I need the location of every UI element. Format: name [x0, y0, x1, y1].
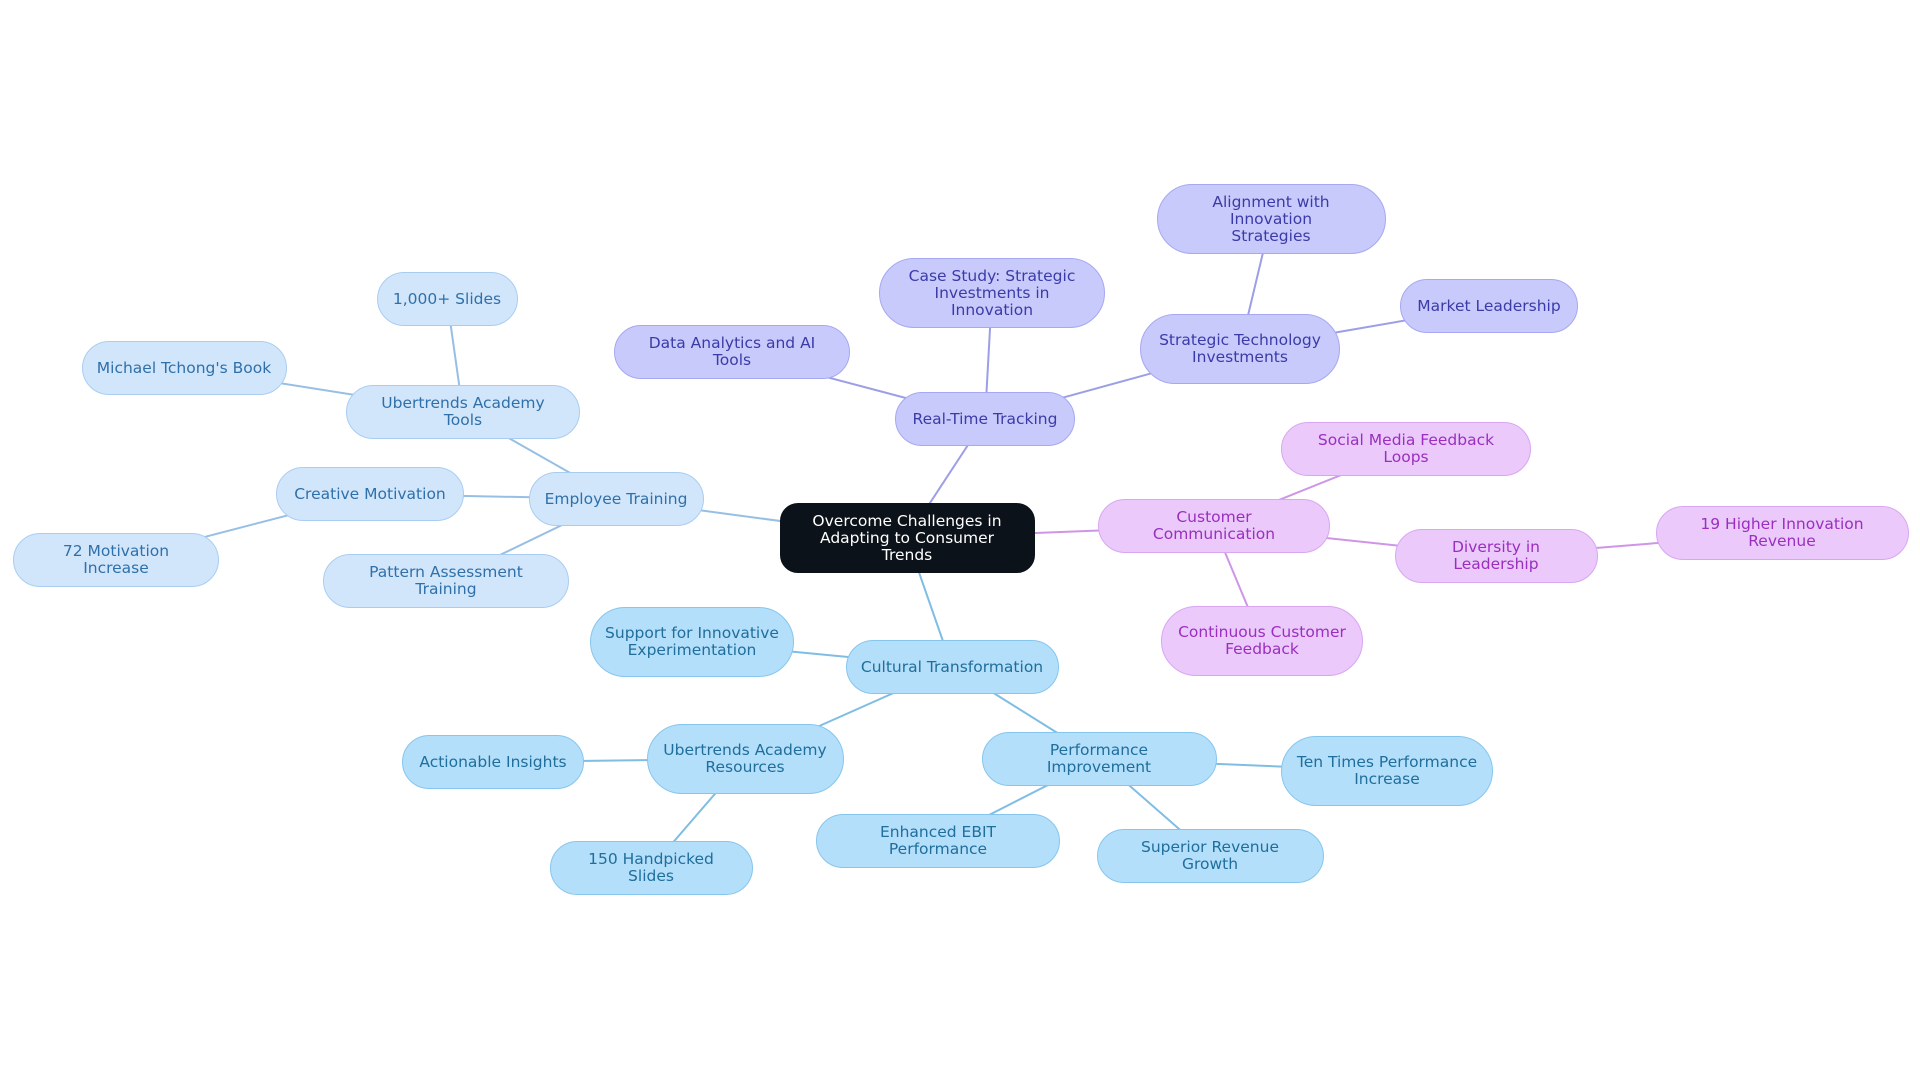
node-support-experimentation[interactable]: Support for Innovative Experimentation	[590, 607, 794, 677]
node-label: 150 Handpicked Slides	[588, 850, 714, 885]
node-label: 72 Motivation Increase	[62, 542, 170, 577]
node-diversity[interactable]: Diversity in Leadership	[1394, 529, 1598, 583]
node-label: Creative Motivation	[294, 484, 446, 503]
node-label: Market Leadership	[1417, 296, 1561, 315]
node-alignment[interactable]: Alignment with Innovation Strategies	[1156, 184, 1386, 254]
node-pattern-training[interactable]: Pattern Assessment Training	[323, 554, 569, 608]
node-customer-comm[interactable]: Customer Communication	[1098, 499, 1330, 553]
node-label: Enhanced EBIT Performance	[879, 823, 997, 858]
node-label: Case Study: Strategic Investments in Inn…	[908, 266, 1076, 319]
node-label: Real-Time Tracking	[912, 409, 1058, 428]
node-tchong-book[interactable]: Michael Tchong's Book	[81, 341, 287, 395]
node-label: Support for Innovative Experimentation	[605, 624, 779, 659]
node-data-analytics[interactable]: Data Analytics and AI Tools	[614, 325, 850, 379]
node-handpicked-slides[interactable]: 150 Handpicked Slides	[549, 841, 753, 895]
node-label: Michael Tchong's Book	[96, 358, 272, 377]
node-label: 1,000+ Slides	[392, 289, 502, 308]
node-motivation-increase[interactable]: 72 Motivation Increase	[13, 533, 219, 587]
node-cultural-transformation[interactable]: Cultural Transformation	[845, 640, 1059, 694]
node-social-media[interactable]: Social Media Feedback Loops	[1281, 422, 1531, 476]
node-label: Cultural Transformation	[860, 657, 1044, 676]
node-label: Diversity in Leadership	[1451, 538, 1540, 573]
node-revenue-growth[interactable]: Superior Revenue Growth	[1096, 829, 1324, 883]
node-label: Overcome Challenges in Adapting to Consu…	[812, 511, 1002, 564]
node-label: Pattern Assessment Training	[369, 563, 523, 598]
node-label: Alignment with Innovation Strategies	[1212, 192, 1330, 245]
node-ubertrends-tools[interactable]: Ubertrends Academy Tools	[346, 385, 580, 439]
node-label: Performance Improvement	[1046, 741, 1152, 776]
node-strategic-tech[interactable]: Strategic Technology Investments	[1140, 314, 1340, 384]
node-label: Strategic Technology Investments	[1159, 331, 1321, 366]
node-ubertrends-resources[interactable]: Ubertrends Academy Resources	[646, 724, 844, 794]
node-case-study[interactable]: Case Study: Strategic Investments in Inn…	[879, 258, 1105, 328]
node-label: Actionable Insights	[419, 752, 567, 771]
node-label: Superior Revenue Growth	[1140, 838, 1279, 873]
node-market-leadership[interactable]: Market Leadership	[1400, 279, 1578, 333]
node-enhanced-ebit[interactable]: Enhanced EBIT Performance	[816, 814, 1060, 868]
node-performance-improvement[interactable]: Performance Improvement	[981, 732, 1217, 786]
node-actionable-insights[interactable]: Actionable Insights	[402, 735, 584, 789]
node-label: Ten Times Performance Increase	[1296, 753, 1478, 788]
node-label: Ubertrends Academy Resources	[663, 741, 827, 776]
node-label: Ubertrends Academy Tools	[381, 394, 545, 429]
node-employee-training[interactable]: Employee Training	[528, 472, 704, 526]
node-slides-1000[interactable]: 1,000+ Slides	[376, 272, 518, 326]
node-label: Data Analytics and AI Tools	[648, 334, 816, 369]
node-ten-times[interactable]: Ten Times Performance Increase	[1281, 736, 1493, 806]
node-label: 19 Higher Innovation Revenue	[1700, 515, 1864, 550]
node-root[interactable]: Overcome Challenges in Adapting to Consu…	[779, 503, 1035, 573]
node-creative-motivation[interactable]: Creative Motivation	[276, 467, 464, 521]
node-label: Employee Training	[544, 489, 688, 508]
node-label: Social Media Feedback Loops	[1317, 431, 1495, 466]
node-label: Continuous Customer Feedback	[1178, 623, 1346, 658]
node-continuous-feedback[interactable]: Continuous Customer Feedback	[1161, 606, 1363, 676]
node-label: Customer Communication	[1152, 508, 1276, 543]
node-higher-revenue[interactable]: 19 Higher Innovation Revenue	[1655, 506, 1909, 560]
node-real-time-tracking[interactable]: Real-Time Tracking	[895, 392, 1075, 446]
